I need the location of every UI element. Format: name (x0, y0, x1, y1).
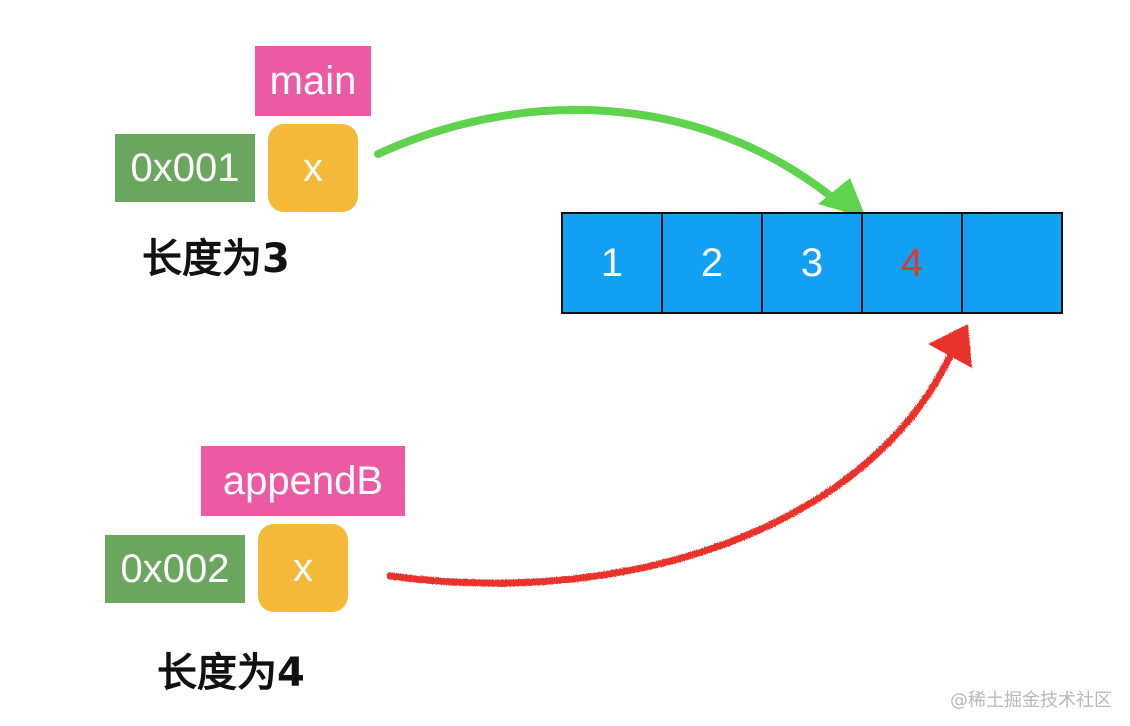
address-label-append: 0x002 (105, 535, 245, 603)
array-cell: 1 (561, 212, 663, 314)
variable-box-main: x (268, 124, 358, 212)
function-label-main: main (255, 46, 371, 116)
address-label-main: 0x001 (115, 134, 255, 202)
array-cell: 4 (861, 212, 963, 314)
function-label-append: appendB (201, 446, 405, 516)
array-cell: 2 (661, 212, 763, 314)
variable-box-append: x (258, 524, 348, 612)
array-cell (961, 212, 1063, 314)
watermark: @稀土掘金技术社区 (950, 690, 1112, 711)
append-pointer-arrow (386, 324, 972, 587)
slice-array: 1 2 3 4 (561, 212, 1063, 314)
main-pointer-arrow (374, 105, 866, 218)
length-label-main: 长度为3 (142, 236, 290, 282)
length-label-append: 长度为4 (157, 650, 305, 696)
array-cell: 3 (761, 212, 863, 314)
